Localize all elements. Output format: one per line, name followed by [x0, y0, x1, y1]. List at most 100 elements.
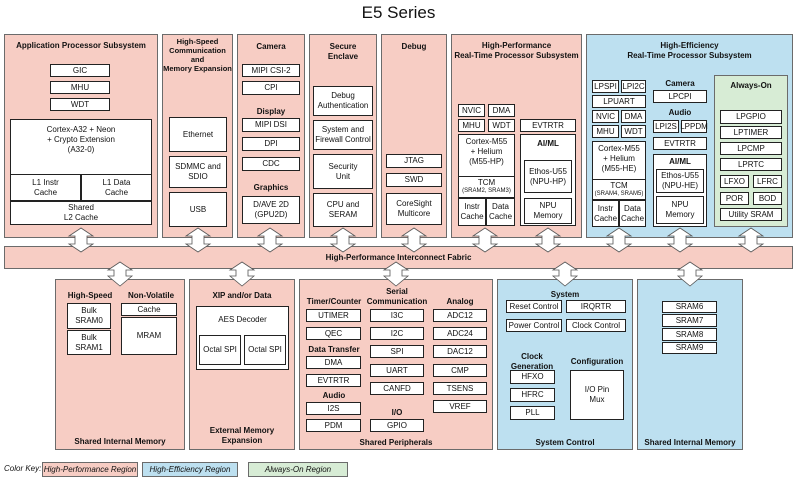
connector-camera — [256, 227, 284, 253]
color-key-label: Color Key: — [4, 464, 42, 473]
he-tcm-block: TCM (SRAM4, SRAM5) — [592, 179, 646, 200]
clock-control-block: Clock Control — [566, 319, 626, 332]
he-tcm-sub: (SRAM4, SRAM5) — [594, 190, 644, 197]
lfxo-block: LFXO — [720, 175, 749, 188]
hp-npu-memory: NPU Memory — [524, 198, 572, 224]
connector-hscomm — [184, 227, 212, 253]
lpi2s-block: LPI2S — [653, 120, 679, 133]
connector-shared-mem-left — [106, 261, 134, 287]
security-unit-block: Security Unit — [313, 154, 373, 189]
mipi-dsi-block: MIPI DSI — [242, 118, 300, 132]
shared-mem-right-footer: Shared Internal Memory — [644, 437, 736, 447]
hp-evtrtr-block: EVTRTR — [520, 119, 576, 132]
connector-app — [67, 227, 95, 253]
periph-dma-block: DMA — [306, 356, 361, 369]
mhu-block: MHU — [50, 81, 110, 94]
debug-title: Debug — [401, 42, 427, 52]
he-camera-title: Camera — [665, 78, 695, 88]
he-npu-memory: NPU Memory — [656, 196, 704, 224]
usb-block: USB — [169, 192, 227, 227]
bulk-sram1-block: Bulk SRAM1 — [67, 330, 111, 355]
connector-hp-core — [471, 227, 499, 253]
mram-block: MRAM — [121, 317, 177, 355]
wdt-block: WDT — [50, 98, 110, 111]
qec-block: QEC — [306, 327, 361, 340]
hfxo-block: HFXO — [510, 370, 555, 384]
sram6-block: SRAM6 — [662, 301, 717, 313]
cdc-block: CDC — [242, 157, 300, 171]
ethos-u55-he-block: Ethos-U55 (NPU-HE) — [656, 169, 704, 193]
secure-enclave-title: Secure Enclave — [327, 42, 359, 61]
hp-instr-cache: Instr Cache — [458, 198, 486, 226]
dpi-block: DPI — [242, 137, 300, 151]
hp-mhu-block: MHU — [458, 119, 485, 132]
reset-control-block: Reset Control — [506, 300, 562, 313]
graphics-title: Graphics — [253, 182, 289, 192]
m55-he-label: Cortex-M55 + Helium (M55-HE) — [598, 144, 640, 173]
camera-title: Camera — [256, 42, 286, 52]
pdm-block: PDM — [306, 419, 361, 432]
sram8-block: SRAM8 — [662, 328, 717, 341]
a32-core-label: Cortex-A32 + Neon + Crypto Extension (A3… — [46, 125, 116, 154]
he-nvic-block: NVIC — [592, 110, 619, 123]
sdmmc-block: SDMMC and SDIO — [169, 156, 227, 188]
lpcmp-block: LPCMP — [720, 142, 782, 155]
he-aiml-title: AI/ML — [669, 156, 691, 166]
utility-sram-block: Utility SRAM — [720, 208, 782, 221]
connector-shared-mem-right — [676, 261, 704, 287]
mipi-csi-block: MIPI CSI-2 — [242, 64, 300, 77]
hp-dma-block: DMA — [488, 104, 515, 117]
i2s-block: I2S — [306, 402, 361, 415]
connector-debug — [400, 227, 428, 253]
m55-hp-label: Cortex-M55 + Helium (M55-HP) — [465, 137, 508, 166]
serial-comm-title: Serial Communication — [366, 287, 428, 306]
lpspi-block: LPSPI — [592, 80, 619, 93]
uart-block: UART — [370, 364, 424, 377]
always-on-title: Always-On — [730, 80, 772, 90]
ethos-u55-hp-block: Ethos-U55 (NPU-HP) — [524, 160, 572, 193]
adc12-block: ADC12 — [433, 309, 487, 322]
timer-counter-title: Timer/Counter — [306, 296, 362, 306]
shared-mem-left-footer: Shared Internal Memory — [74, 436, 166, 446]
hp-tcm-sub: (SRAM2, SRAM3) — [462, 188, 511, 195]
canfd-block: CANFD — [370, 382, 424, 395]
por-block: POR — [720, 192, 749, 205]
tsens-block: TSENS — [433, 382, 487, 395]
lpgpio-block: LPGPIO — [720, 110, 782, 124]
app-processor-title: Application Processor Subsystem — [16, 41, 146, 51]
periph-audio-title: Audio — [322, 391, 346, 401]
connector-hp-npu — [534, 227, 562, 253]
jtag-block: JTAG — [386, 154, 442, 168]
cmp-block: CMP — [433, 364, 487, 377]
hp-tcm-block: TCM (SRAM2, SRAM3) — [458, 176, 515, 198]
connector-peripherals — [382, 261, 410, 287]
clock-generation-title: Clock Generation — [510, 351, 554, 371]
cpi-block: CPI — [242, 81, 300, 95]
lpcpi-block: LPCPI — [653, 90, 707, 103]
he-audio-title: Audio — [668, 107, 692, 117]
pll-block: PLL — [510, 406, 555, 420]
sram7-block: SRAM7 — [662, 314, 717, 327]
lpuart-block: LPUART — [592, 95, 646, 108]
non-volatile-title: Non-Volatile — [127, 290, 175, 300]
mram-cache-block: Cache — [121, 303, 177, 316]
high-speed-title: High-Speed — [67, 290, 113, 300]
utimer-block: UTIMER — [306, 309, 361, 322]
he-wdt-block: WDT — [621, 125, 646, 138]
i2c-block: I2C — [370, 327, 424, 340]
gic-block: GIC — [50, 64, 110, 77]
bulk-sram0-block: Bulk SRAM0 — [67, 303, 111, 329]
connector-secure — [329, 227, 357, 253]
hs-comm-title: High-Speed Communication and Memory Expa… — [163, 37, 232, 73]
connector-system-control — [551, 261, 579, 287]
connector-always-on — [737, 227, 765, 253]
data-transfer-title: Data Transfer — [308, 344, 360, 354]
ext-mem-footer: External Memory Expansion — [209, 426, 275, 445]
hfrc-block: HFRC — [510, 388, 555, 402]
gpu2d-block: D/AVE 2D (GPU2D) — [242, 196, 300, 224]
gpio-block: GPIO — [370, 419, 424, 432]
connector-ext-mem — [228, 261, 256, 287]
bod-block: BOD — [753, 192, 782, 205]
